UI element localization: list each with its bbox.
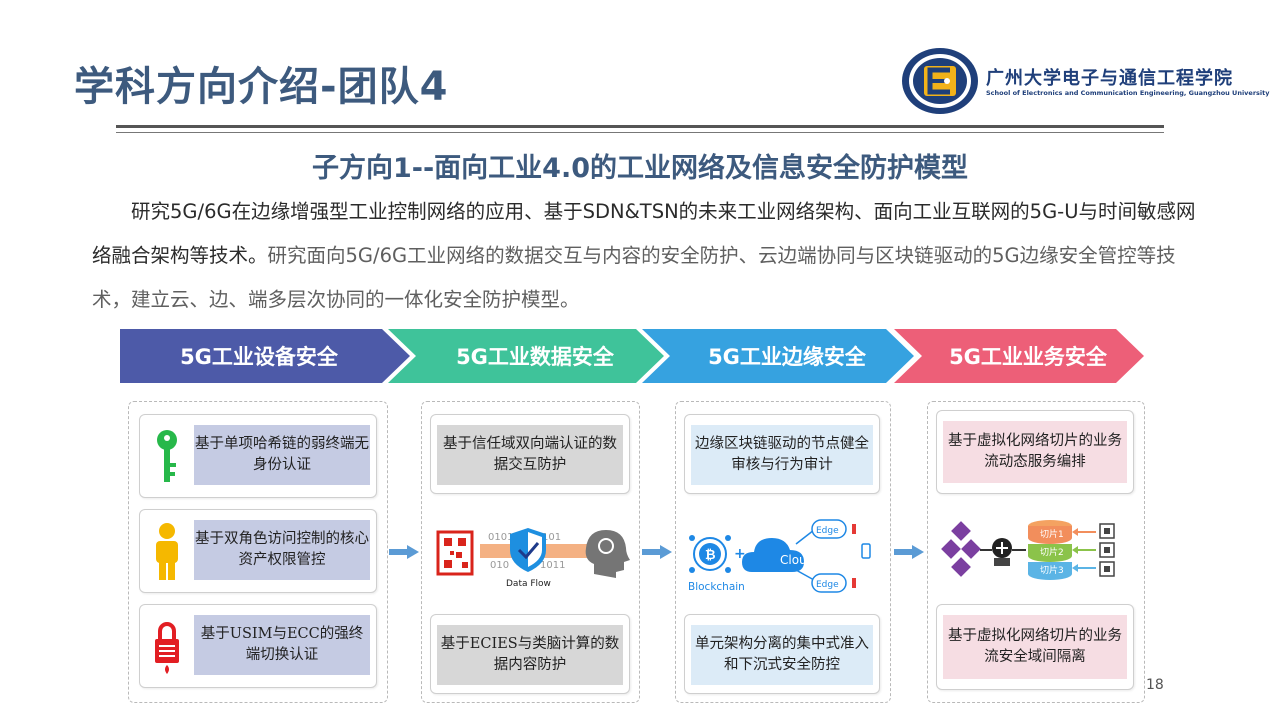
edge-bottom-text: 单元架构分离的集中式准入和下沉式安全防控 [691, 625, 873, 685]
data-bits-label: 101 [542, 532, 561, 543]
slice-arrows-icon [1072, 528, 1096, 572]
flow-arrow-icon [894, 545, 924, 559]
edge-card-bottom: 单元架构分离的集中式准入和下沉式安全防控 [684, 614, 880, 694]
cloud-icon [742, 538, 804, 572]
flow-arrow-icon [389, 545, 419, 559]
device-item-text: 基于单项哈希链的弱终端无身份认证 [194, 425, 370, 485]
description-part-2: 研究面向5G/6G工业网络的数据交互与内容的安全防护、云边端协同与区块链驱动的5… [92, 244, 1176, 311]
stage-label: 5G工业业务安全 [949, 345, 1107, 369]
business-card-top: 基于虚拟化网络切片的业务流动态服务编排 [936, 410, 1134, 494]
data-bottom-text: 基于ECIES与类脑计算的数据内容防护 [437, 625, 623, 685]
stage-label: 5G工业边缘安全 [708, 345, 866, 369]
cubes-icon [941, 521, 981, 577]
section-subtitle: 子方向1--面向工业4.0的工业网络及信息安全防护模型 [311, 153, 969, 184]
stage-edge-security: 5G工业边缘安全 [642, 329, 914, 383]
edge-security-panel: 边缘区块链驱动的节点健全审核与行为审计 ₿ Blockchain + Cloud… [675, 401, 891, 703]
data-bits-label: 010 [490, 560, 509, 571]
device-item-text: 基于双角色访问控制的核心资产权限管控 [194, 520, 370, 580]
device-security-panel: 基于单项哈希链的弱终端无身份认证 基于双角色访问控制的核心资产权限管控 基于US… [128, 401, 388, 703]
user-icon [156, 523, 178, 580]
stage-business-security: 5G工业业务安全 [894, 329, 1144, 383]
blockchain-label: Blockchain [688, 581, 745, 593]
network-slicing-figure: 切片1 切片2 切片3 [941, 520, 1115, 580]
key-icon [157, 430, 177, 482]
edge-node-icon: Edge [811, 573, 847, 593]
blockchain-icon: ₿ [689, 535, 731, 573]
edge-node-icon: Edge [811, 519, 847, 539]
edge-cloud-figure: ₿ Blockchain + Cloud Edge Edge [688, 519, 871, 593]
slices-icon [1028, 520, 1072, 580]
header-divider-thin [116, 132, 1164, 133]
edge-label: Edge [816, 580, 839, 590]
router-icon [992, 538, 1012, 566]
stage-label: 5G工业设备安全 [180, 345, 338, 369]
slice-label: 切片3 [1040, 564, 1064, 576]
edge-label: Edge [816, 526, 839, 536]
page-number: 18 [1146, 677, 1164, 693]
svg-text:₿: ₿ [705, 548, 716, 563]
data-bits-label: 1011 [540, 560, 565, 571]
business-card-bottom: 基于虚拟化网络切片的业务流安全域间隔离 [936, 604, 1134, 690]
data-flow-label: Data Flow [506, 579, 551, 589]
brain-head-icon [585, 530, 630, 578]
data-flow-figure: 0101 101 010 1011 Data Flow [436, 528, 630, 589]
business-security-panel: 基于虚拟化网络切片的业务流动态服务编排 切片1 切片2 切片3 [927, 401, 1145, 703]
description-part-1: 研究5G/6G在边缘增强型工业控制网络的应用、基于SDN&TSN的未来工业网络架… [92, 200, 1196, 267]
stage-label: 5G工业数据安全 [456, 345, 614, 369]
data-top-text: 基于信任域双向端认证的数据交互防护 [437, 425, 623, 485]
cloud-label: Cloud [780, 553, 814, 567]
data-card-bottom: 基于ECIES与类脑计算的数据内容防护 [430, 614, 630, 694]
slice-label: 切片2 [1040, 546, 1064, 558]
device-icon [861, 543, 871, 559]
business-top-text: 基于虚拟化网络切片的业务流动态服务编排 [943, 421, 1127, 483]
edge-top-text: 边缘区块链驱动的节点健全审核与行为审计 [691, 425, 873, 485]
business-bottom-text: 基于虚拟化网络切片的业务流安全域间隔离 [943, 615, 1127, 679]
qr-terminal-icon [1099, 523, 1115, 577]
lock-icon [155, 622, 179, 674]
device-card-1: 基于单项哈希链的弱终端无身份认证 [139, 414, 377, 498]
device-card-2: 基于双角色访问控制的核心资产权限管控 [139, 509, 377, 593]
description-paragraph: 研究5G/6G在边缘增强型工业控制网络的应用、基于SDN&TSN的未来工业网络架… [92, 190, 1202, 322]
page-title: 学科方向介绍-团队4 [74, 64, 449, 110]
edge-card-top: 边缘区块链驱动的节点健全审核与行为审计 [684, 414, 880, 494]
data-bits-label: 0101 [488, 532, 513, 543]
school-name-en: School of Electronics and Communication … [986, 89, 1270, 97]
stage-data-security: 5G工业数据安全 [388, 329, 664, 383]
svg-text:+: + [734, 546, 746, 562]
stage-device-security: 5G工业设备安全 [120, 329, 410, 383]
flow-arrow-icon [642, 545, 672, 559]
school-logo [902, 48, 978, 114]
school-name-cn: 广州大学电子与通信工程学院 [986, 68, 1233, 89]
data-card-top: 基于信任域双向端认证的数据交互防护 [430, 414, 630, 494]
slice-label: 切片1 [1040, 528, 1064, 540]
qr-code-icon [436, 530, 474, 576]
device-card-3: 基于USIM与ECC的强终端切换认证 [139, 604, 377, 688]
shield-icon [510, 528, 546, 572]
data-security-panel: 基于信任域双向端认证的数据交互防护 0101 101 010 1011 Data… [421, 401, 640, 703]
device-item-text: 基于USIM与ECC的强终端切换认证 [194, 615, 370, 675]
header-divider [116, 125, 1164, 128]
